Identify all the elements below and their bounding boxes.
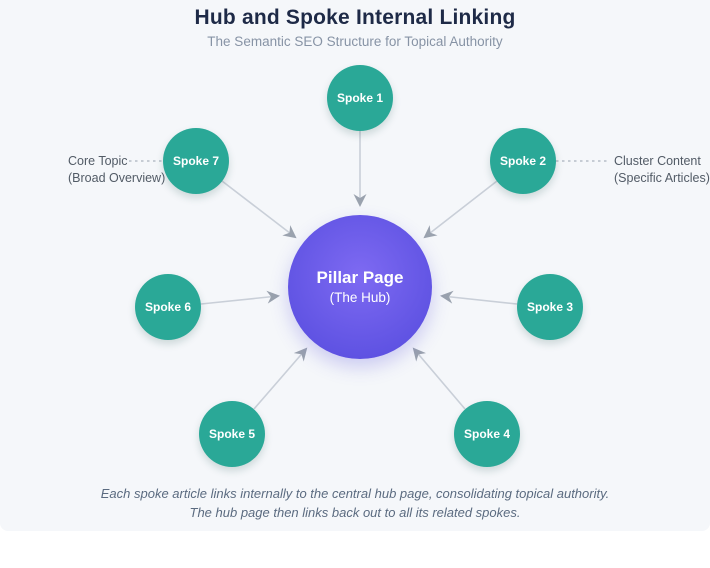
annotation-line: Cluster Content <box>614 154 701 168</box>
spoke-node-6: Spoke 6 <box>135 274 201 340</box>
annotation-line: (Specific Articles) <box>614 171 710 185</box>
annotation-line: Core Topic <box>68 154 128 168</box>
spoke-node-4: Spoke 4 <box>454 401 520 467</box>
spoke-node-1: Spoke 1 <box>327 65 393 131</box>
spoke-label: Spoke 4 <box>463 427 511 441</box>
annotation-cluster-content: Cluster Content (Specific Articles) <box>614 153 710 187</box>
hub-subtitle: (The Hub) <box>329 290 391 305</box>
diagram-header: Hub and Spoke Internal Linking The Seman… <box>0 6 710 49</box>
hub-node-pillar-page: Pillar Page (The Hub) <box>288 215 432 359</box>
spoke-label: Spoke 6 <box>144 300 192 314</box>
spoke-node-3: Spoke 3 <box>517 274 583 340</box>
spoke-label: Spoke 1 <box>336 91 384 105</box>
diagram-caption: Each spoke article links internally to t… <box>0 484 710 522</box>
spoke-label: Spoke 5 <box>208 427 256 441</box>
caption-line-1: Each spoke article links internally to t… <box>100 486 610 501</box>
spoke-label: Spoke 2 <box>499 154 547 168</box>
hub-title: Pillar Page <box>316 268 404 287</box>
spoke-label: Spoke 3 <box>526 300 574 314</box>
spoke-node-2: Spoke 2 <box>490 128 556 194</box>
spoke-node-7: Spoke 7 <box>163 128 229 194</box>
annotation-core-topic: Core Topic (Broad Overview) <box>68 153 165 187</box>
page-title: Hub and Spoke Internal Linking <box>194 6 516 29</box>
spoke-label: Spoke 7 <box>172 154 220 168</box>
page-subtitle: The Semantic SEO Structure for Topical A… <box>207 34 503 49</box>
annotation-line: (Broad Overview) <box>68 171 166 185</box>
caption-line-2: The hub page then links back out to all … <box>189 505 521 520</box>
spoke-node-5: Spoke 5 <box>199 401 265 467</box>
